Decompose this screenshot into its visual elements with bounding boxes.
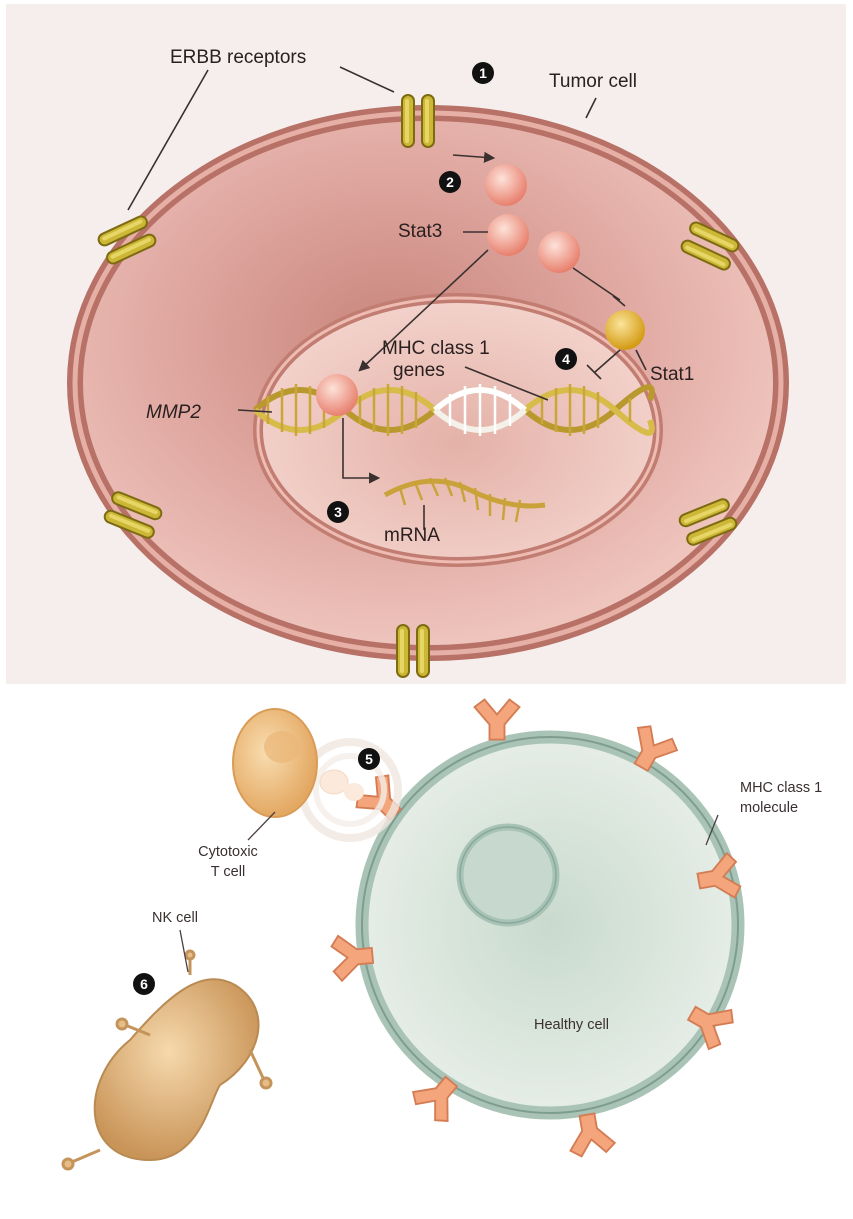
label-mhc-genes-line2: genes: [393, 360, 445, 382]
step-2-badge: 2: [439, 171, 461, 193]
step-4-badge: 4: [555, 348, 577, 370]
step-5-badge: 5: [358, 748, 380, 770]
label-mmp2: MMP2: [146, 402, 201, 424]
step-1-badge: 1: [472, 62, 494, 84]
t-cell-receptor: [320, 770, 348, 794]
label-mhc-molecule-line2: molecule: [740, 800, 798, 816]
stat3-protein: [316, 374, 358, 416]
label-stat3: Stat3: [398, 221, 442, 243]
stat1-protein: [605, 310, 645, 350]
stat3-protein: [487, 214, 529, 256]
label-cytotoxic-line1: Cytotoxic: [188, 844, 268, 860]
label-stat1: Stat1: [650, 364, 694, 386]
step-3-badge: 3: [327, 501, 349, 523]
label-healthy-cell: Healthy cell: [534, 1017, 609, 1033]
cytotoxic-t-cell: [233, 709, 317, 817]
label-cytotoxic-line2: T cell: [188, 864, 268, 880]
label-mhc-molecule-line1: MHC class 1: [740, 780, 822, 796]
label-mhc-genes-line1: MHC class 1: [382, 338, 490, 360]
label-erbb-receptors: ERBB receptors: [170, 47, 306, 69]
healthy-cell: [362, 737, 738, 1113]
label-nk-cell: NK cell: [152, 910, 198, 926]
label-mrna: mRNA: [384, 525, 440, 547]
stat3-protein: [538, 231, 580, 273]
step-6-badge: 6: [133, 973, 155, 995]
label-tumor-cell: Tumor cell: [549, 71, 637, 93]
stat3-protein: [485, 164, 527, 206]
